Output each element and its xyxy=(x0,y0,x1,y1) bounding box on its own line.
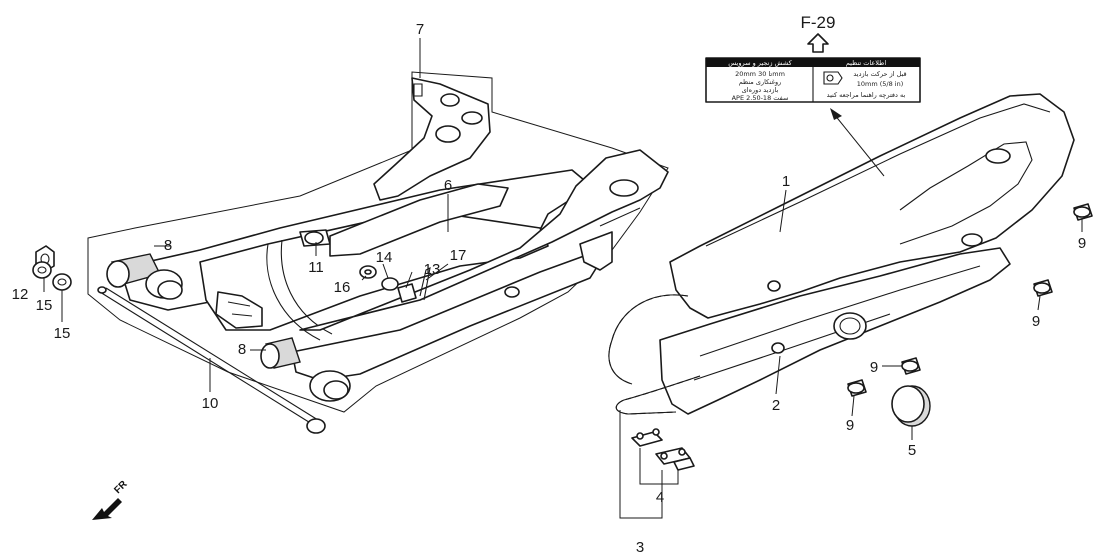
callout-10: 10 xyxy=(202,395,219,412)
upper-bracket xyxy=(373,77,491,201)
callout-6: 6 xyxy=(444,177,452,194)
decal-left-line-1: 20mm ﺗﺎ 30mm xyxy=(735,70,785,78)
callout-5: 5 xyxy=(908,442,916,459)
callout-17: 17 xyxy=(450,247,467,264)
chain-case-upper xyxy=(669,93,1075,319)
washer-15b xyxy=(52,273,72,291)
front-arrow-icon xyxy=(92,498,122,520)
decal-right-line-1: ﻗﺒﻞ ﺍﺯ ﺣﺮﮐﺖ ﺑﺎﺯﺩﯾﺪ xyxy=(853,70,906,78)
callout-16: 16 xyxy=(334,279,351,296)
callout-8-lower: 8 xyxy=(238,341,246,358)
callout-15-b: 15 xyxy=(54,325,71,342)
callout-15-a: 15 xyxy=(36,297,53,314)
label-pointer-line xyxy=(833,113,885,177)
rubber-cap xyxy=(891,385,931,427)
decal-icon xyxy=(823,71,843,85)
callout-9-low: 9 xyxy=(846,417,854,434)
decal-left-line-4: APE 2.50-18 ﺳﻔﺖ xyxy=(732,94,789,102)
decal-left-line-3: ﺑﺎﺯﺩﯾﺪ ﺩﻭﺭﻩ‌ﺍﯼ xyxy=(742,86,779,94)
callout-11: 11 xyxy=(308,259,324,276)
bolt-9-mid xyxy=(901,357,921,375)
callout-8-upper: 8 xyxy=(164,237,172,254)
callout-7: 7 xyxy=(416,21,424,38)
callout-4: 4 xyxy=(656,489,664,506)
decal-left-line-2: ﺭﻭﻏﻨﮑﺎﺭﯼ ﻣﻨﻈﻢ xyxy=(739,78,782,86)
callout-1: 1 xyxy=(782,173,790,190)
reference-code: F-29 xyxy=(801,13,836,32)
decal-right-line-2: 10mm (5/8 in) xyxy=(857,80,904,88)
callout-14: 14 xyxy=(376,249,393,266)
callout-2: 2 xyxy=(772,397,780,414)
link-arm xyxy=(329,183,509,257)
pivot-bolt xyxy=(97,286,326,434)
bolt-9-top xyxy=(1073,203,1093,221)
label-pointer-arrowhead xyxy=(830,108,842,120)
bushing-upper xyxy=(106,253,183,300)
front-direction-indicator: FR xyxy=(92,478,130,520)
callout-13: 13 xyxy=(424,261,441,278)
decal-right-line-3: ﺑﻪ ﺩﻓﺘﺮﭼﻪ ﺭﺍﻫﻨﻤﺎ ﻣﺮﺍﺟﻌﻪ ﮐﻨﯿﺪ xyxy=(827,91,906,99)
callout-12: 12 xyxy=(12,286,29,303)
callout-9-top: 9 xyxy=(1078,235,1086,252)
up-arrow-icon xyxy=(807,33,829,53)
decal-left-header: ﮐﺸﺶ ﺯﻧﺠﯿﺮ ﻭ ﺳﺮﻭﯾﺲ xyxy=(728,59,792,67)
front-direction-label: FR xyxy=(112,478,130,496)
washer-15a xyxy=(32,261,52,279)
master-link xyxy=(631,428,695,471)
chain-case-assembly xyxy=(608,93,1093,471)
bolt-9-right xyxy=(1033,279,1053,297)
callout-9-right: 9 xyxy=(1032,313,1040,330)
bolt-9-low xyxy=(847,379,867,397)
swingarm-assembly xyxy=(32,71,669,434)
decal-label: ﮐﺸﺶ ﺯﻧﺠﯿﺮ ﻭ ﺳﺮﻭﯾﺲ ﺍﻃﻼﻋﺎﺕ ﺗﻨﻈﯿﻢ 20mm ﺗﺎ 3… xyxy=(705,57,921,103)
leader-lines xyxy=(43,38,1083,519)
inspection-hole xyxy=(833,312,867,340)
callout-9-mid: 9 xyxy=(870,359,878,376)
callout-3: 3 xyxy=(636,539,644,556)
decal-right-header: ﺍﻃﻼﻋﺎﺕ ﺗﻨﻈﯿﻢ xyxy=(846,59,886,67)
callout-numbers: 1 2 3 4 5 6 7 8 8 9 9 9 9 10 11 12 13 14… xyxy=(12,21,1087,556)
